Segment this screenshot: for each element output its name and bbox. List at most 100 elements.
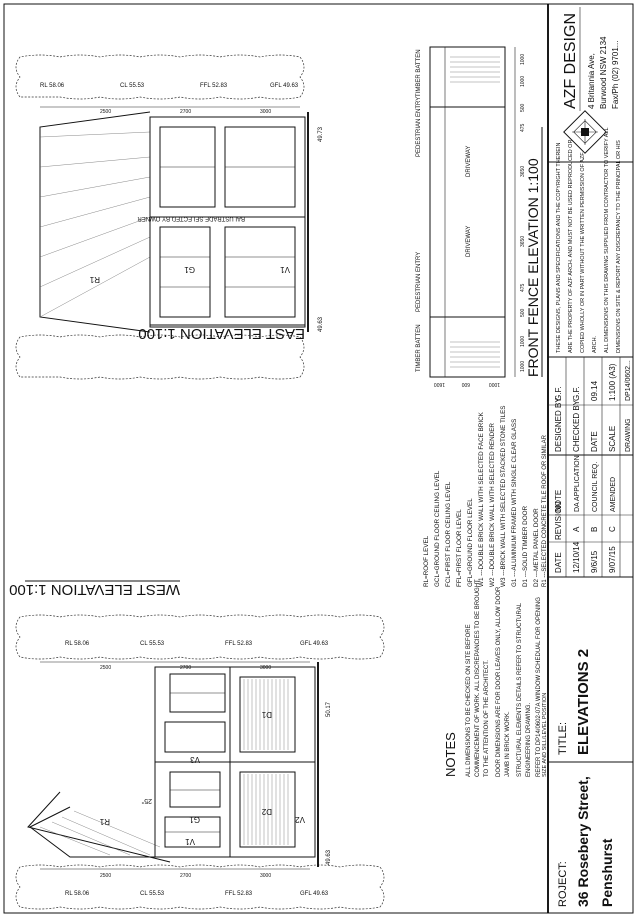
company-logo <box>563 110 607 154</box>
west-garage-door-hatch <box>243 679 289 750</box>
east-elevation: RL 58.06 CL 55.53 FFL 52.83 GFL 49.63 25… <box>15 54 324 380</box>
east-dim-1: 2500 <box>100 109 111 115</box>
east-wall-outline <box>149 116 306 328</box>
west-v3-label: V3 <box>190 755 200 764</box>
note-line-5: JAMB IN BRICK WORK. <box>505 711 511 777</box>
fence-dim-8: 500 <box>520 103 526 112</box>
legend-item-8: W3 ---BRICK WALL WITH SELECTED STACKED S… <box>500 406 507 587</box>
copyright-line-4: ARCH. <box>592 335 598 353</box>
drawing-label: DRAWING <box>625 418 632 452</box>
fence-battens-right <box>450 56 500 83</box>
west-rl-label-left: RL 58.06 <box>65 891 90 897</box>
fence-height-2: 600 <box>461 381 470 387</box>
checked-by-value: G.F. <box>572 386 581 401</box>
fence-dim-2: 1000 <box>520 336 526 347</box>
east-level-left: 49.63 <box>318 316 324 332</box>
rev-header-date: DATE <box>554 552 563 573</box>
copyright-line-2: ARE THE PROPERTY OF AZF ARCH. AND MUST N… <box>568 140 574 353</box>
fence-dim-1: 1000 <box>520 361 526 372</box>
west-dim-3: 3000 <box>260 873 271 879</box>
legend-section: RL=ROOF LEVEL GCL=GROUND FLOOR CEILING L… <box>423 406 548 587</box>
west-d1-label: D1 <box>261 710 272 719</box>
rev-row-2-date: 9/6/15 <box>590 550 599 573</box>
note-line-8: REFER TO DP14/0602-07A WINDOW SCHEDUAL F… <box>536 597 542 777</box>
fence-dim-4: 475 <box>520 283 526 292</box>
west-r1-label: R1 <box>99 817 110 826</box>
west-v2-label: V2 <box>295 815 305 824</box>
note-line-6: STRUCTURAL ELEMENTS DETAILS REFER TO STR… <box>517 602 523 777</box>
east-roof-outline <box>39 111 151 333</box>
rev-row-1-note: DA APPLICATION <box>574 455 581 512</box>
note-line-7: ENGINEERING DRAWING. <box>526 703 532 777</box>
legend-item-9: G1 ---ALUMINIUM FRAMED WITH SINGLE CLEAR… <box>511 419 518 587</box>
legend-item-2: GCL=GROUND FLOOR CEILING LEVEL <box>434 470 441 587</box>
east-v1-label: V1 <box>280 265 290 274</box>
company-name: AZF DESIGN <box>562 13 579 109</box>
west-d2-label: D2 <box>261 807 272 816</box>
project-line-2: Penshurst <box>599 838 615 907</box>
fence-height-3: 1600 <box>434 381 445 387</box>
copyright-note: THESE DESIGNS, PLANS AND SPECIFICATIONS … <box>556 127 622 353</box>
fence-dim-9: 1000 <box>520 76 526 87</box>
legend-item-10: D1 ---SOLID TIMBER DOOR <box>522 505 529 587</box>
east-gfl-label: GFL 49.63 <box>270 83 299 89</box>
west-ffl-label-right: FFL 52.83 <box>225 641 253 647</box>
west-roof-outline-1 <box>29 806 160 858</box>
east-dim-3: 3000 <box>260 109 271 115</box>
copyright-line-1: THESE DESIGNS, PLANS AND SPECIFICATIONS … <box>556 143 562 353</box>
east-ffl-label: FFL 52.83 <box>200 83 228 89</box>
date-label: DATE <box>590 431 599 452</box>
project-label: ROJECT: <box>557 861 569 907</box>
west-rl-level: 50.17 <box>326 701 332 717</box>
title-block: ROJECT: 36 Rosebery Street, Penshurst TI… <box>547 4 633 913</box>
note-line-3: TO THE ATTENTION OF THE ARCHITECT. <box>484 660 490 777</box>
rev-row-1-rev: A <box>572 526 581 532</box>
west-dim-4: 2500 <box>100 665 111 671</box>
drawing-value: DP14/0602... <box>625 360 632 401</box>
title-value: ELEVATIONS 2 <box>575 649 592 755</box>
rev-row-2-rev: B <box>590 527 599 532</box>
legend-item-5: GFL=GROUND FLOOR LEVEL <box>467 498 474 587</box>
company-address-2: Burwood NSW 2134 <box>599 36 608 109</box>
rev-row-1-date: 12/10/14 <box>572 541 581 573</box>
legend-item-3: FCL=FIRST FLOOR CEILING LEVEL <box>445 481 452 587</box>
east-left-tree <box>15 334 305 380</box>
west-cl-label-right: CL 55.53 <box>140 641 165 647</box>
west-garage-door-lower <box>239 771 296 848</box>
east-r1-label: R1 <box>89 275 100 284</box>
east-g1-label: G1 <box>184 265 195 274</box>
fence-dim-3: 500 <box>520 308 526 317</box>
west-g1-label-1: G1 <box>189 815 200 824</box>
company-address-3: Fax/Ph (02) 9701... <box>611 41 620 109</box>
sheet-border <box>3 3 634 914</box>
fence-battens-left <box>450 341 500 368</box>
fence-height-1: 1000 <box>489 381 500 387</box>
east-cl-label: CL 55.53 <box>120 83 145 89</box>
title-label: TITLE: <box>557 722 569 755</box>
rev-row-3-date: 9/07/15 <box>608 546 617 573</box>
west-garage-door-upper <box>239 676 296 753</box>
date-value: 09.14 <box>590 380 599 401</box>
note-line-1: ALL DIMENSIONS TO BE CHECKED ON SITE BEF… <box>466 624 472 777</box>
fence-pedestrian-entry-right: PEDESTRIAN ENTRY <box>416 97 422 157</box>
fence-dim-7: 475 <box>520 123 526 132</box>
fence-outline <box>429 46 506 378</box>
fence-elevation-title: FRONT FENCE ELEVATION 1:100 <box>525 158 541 377</box>
west-dim-5: 2700 <box>180 665 191 671</box>
fence-timber-batten-left: TIMBER BATTEN <box>416 324 422 372</box>
east-elevation-title: EAST ELEVATION 1:100 <box>138 325 305 342</box>
legend-item-12: R1 ---SELECTED CONCRETE TILE ROOF OR SIM… <box>542 434 548 587</box>
scale-label: SCALE <box>608 426 617 452</box>
east-level-right: 49.73 <box>318 126 324 142</box>
east-balustrade-label: BALUSTRADE SELECTED BY OWNER <box>137 215 245 221</box>
fence-dim-5: 3650 <box>520 236 526 247</box>
legend-item-1: RL=ROOF LEVEL <box>423 535 430 587</box>
east-roof-hatch <box>39 131 151 318</box>
west-garage-door-lower-hatch <box>243 774 289 845</box>
legend-item-4: FFL=FIRST FLOOR LEVEL <box>456 509 463 587</box>
note-line-2: COMMENCEMENT OF WORK. ALL DISCREPANCIES … <box>475 579 481 777</box>
copyright-line-6: DIMENSIONS ON SITE & REPORT ANY DISCREPA… <box>616 140 622 353</box>
west-gfl-label-right: GFL 49.63 <box>300 641 329 647</box>
